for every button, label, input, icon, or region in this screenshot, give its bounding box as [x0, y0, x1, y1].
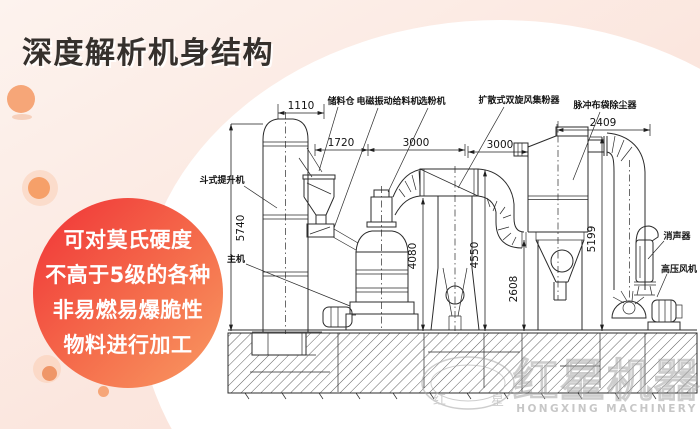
label-main-unit: 主机 [227, 253, 245, 265]
brand-watermark: 红 星 红星机器 HONGXING MACHINERY [421, 353, 700, 415]
watermark-char-right: 星 [491, 394, 504, 409]
badge-line-3: 非易燃易爆脆性 [52, 298, 204, 322]
badge-line-1: 可对莫氏硬度 [63, 228, 193, 252]
part-labels: 储料仓 电磁振动给料机 选粉机 扩散式双旋风集粉器 脉冲布袋除尘器 斗式提升机 … [199, 94, 697, 307]
dim-5199: 5199 [586, 226, 598, 253]
deco-circle-bottom [42, 366, 57, 381]
deco-dot-bottom [98, 386, 109, 397]
storage-bin-drawing [302, 174, 359, 251]
deco-circle-top-shadow [12, 114, 32, 120]
dim-2608: 2608 [508, 276, 520, 303]
label-bag-dust-collector: 脉冲布袋除尘器 [572, 99, 637, 111]
label-bucket-elevator: 斗式提升机 [199, 174, 244, 186]
deco-circle-top [7, 85, 35, 113]
watermark-ellipse-inner [430, 364, 506, 402]
feature-badge: 可对莫氏硬度 不高于5级的各种 非易燃易爆脆性 物料进行加工 [33, 198, 223, 388]
dim-5740: 5740 [235, 215, 247, 242]
watermark-ellipse-outer [421, 356, 515, 410]
dimension-lines: 1110 1720 3000 3000 2409 5740 4080 4550 … [229, 100, 651, 331]
fan-and-muffler-drawing [588, 132, 683, 331]
page-title: 深度解析机身结构 [22, 36, 274, 71]
badge-line-4: 物料进行加工 [63, 333, 193, 357]
dim-4550: 4550 [469, 242, 481, 269]
dim-2409: 2409 [590, 117, 617, 129]
dim-3000-a: 3000 [403, 137, 430, 149]
label-cyclone-collector: 扩散式双旋风集粉器 [478, 94, 560, 106]
pipes-and-cyclone-drawing [392, 166, 527, 331]
watermark-char-left: 红 [433, 392, 446, 408]
deco-circle-mid [28, 177, 50, 199]
badge-line-2: 不高于5级的各种 [45, 263, 211, 287]
dim-1720: 1720 [328, 137, 355, 149]
dim-4080: 4080 [407, 243, 419, 270]
label-powder-separator: 选粉机 [418, 95, 445, 107]
dim-3000-b: 3000 [487, 139, 514, 151]
label-blower: 高压风机 [661, 263, 697, 275]
bucket-elevator-drawing [252, 112, 323, 334]
watermark-brand-en: HONGXING MACHINERY [516, 403, 697, 415]
watermark-brand-cn: 红星机器 [513, 354, 700, 407]
label-storage-bin: 储料仓 [327, 95, 355, 107]
label-muffler: 消声器 [663, 230, 691, 242]
dust-collector-drawing [513, 121, 589, 330]
dim-1110: 1110 [288, 100, 315, 112]
label-vibrating-feeder: 电磁振动给料机 [356, 95, 419, 107]
mill-drawing [322, 186, 419, 331]
